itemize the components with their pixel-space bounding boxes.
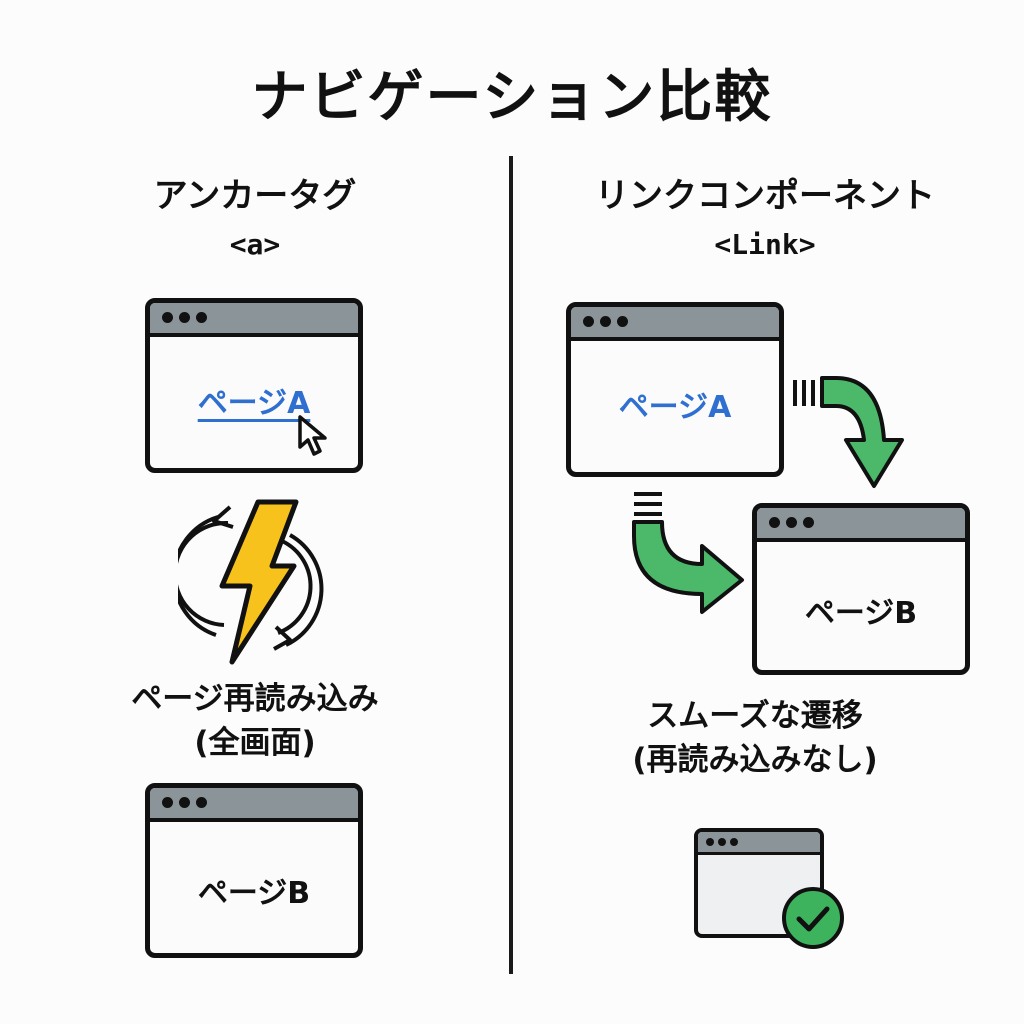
- lightning-bolt-icon: [219, 499, 299, 665]
- left-window-page-a: ページA: [145, 298, 363, 473]
- column-divider: [509, 156, 513, 974]
- window-titlebar: [150, 303, 358, 337]
- left-window-page-b: ページB: [145, 783, 363, 958]
- page-b-label: ページB: [804, 596, 918, 631]
- page-b-label: ページB: [197, 876, 311, 911]
- right-caption-line2: (再読み込みなし): [632, 742, 878, 778]
- right-window-page-b: ページB: [752, 503, 970, 675]
- right-heading: リンクコンポーネント: [595, 176, 935, 216]
- curved-arrow-icon: [632, 492, 744, 614]
- reload-cycle-icon: [178, 505, 324, 651]
- small-browser-window-icon: [694, 828, 824, 938]
- left-heading: アンカータグ: [153, 176, 357, 216]
- window-titlebar: [757, 508, 965, 542]
- left-code: <a>: [229, 228, 281, 261]
- right-caption-line1: スムーズな遷移: [647, 698, 863, 734]
- page-title: ナビゲーション比較: [251, 65, 773, 130]
- cursor-arrow-icon: [298, 415, 327, 456]
- curved-arrow-icon: [793, 376, 904, 488]
- right-code: <Link>: [714, 228, 816, 261]
- right-window-page-a: ページA: [566, 302, 784, 477]
- check-circle-icon: [782, 887, 844, 949]
- left-caption-line1: ページ再読み込み: [131, 681, 379, 717]
- page-a-link[interactable]: ページA: [197, 386, 311, 421]
- window-titlebar: [150, 788, 358, 822]
- page-a-link[interactable]: ページA: [618, 390, 732, 425]
- left-caption-line2: (全画面): [194, 725, 316, 761]
- window-titlebar: [571, 307, 779, 341]
